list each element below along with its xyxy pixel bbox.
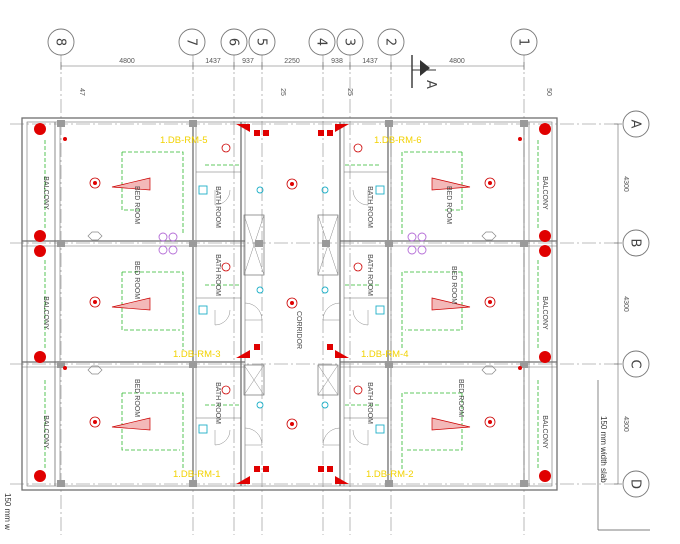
fan-symbols bbox=[111, 177, 471, 431]
section-label: A bbox=[423, 80, 438, 89]
dim-label: 4800 bbox=[449, 58, 465, 65]
room-label-balcony: BALCONY bbox=[42, 176, 49, 210]
room-label-balcony: BALCONY bbox=[541, 415, 548, 449]
grid-label-B: B bbox=[628, 239, 643, 248]
side-dimension-line bbox=[614, 123, 622, 485]
balcony-fixtures bbox=[34, 123, 551, 482]
circuit-wiring bbox=[44, 140, 539, 470]
dim-label: 1437 bbox=[362, 58, 378, 65]
distribution-board-markers bbox=[236, 124, 349, 484]
small-dimension-labels: 47 25 25 50 bbox=[78, 88, 552, 96]
grid-label-5: 5 bbox=[254, 38, 269, 46]
grid-label-4: 4 bbox=[314, 38, 329, 46]
grid-label-8: 8 bbox=[53, 38, 68, 46]
column-markers bbox=[57, 120, 528, 487]
grid-bubble bbox=[178, 28, 206, 56]
light-fixture-centers bbox=[63, 137, 522, 426]
side-dimension-labels: 4300 4300 4300 bbox=[622, 176, 629, 432]
grid-bubble bbox=[336, 28, 364, 56]
row-grid-bubbles bbox=[622, 110, 650, 498]
grid-label-1: 1 bbox=[516, 38, 531, 46]
ac-units bbox=[158, 232, 427, 255]
grid-label-D: D bbox=[628, 479, 643, 489]
room-label-bathroom: BATH ROOM bbox=[214, 186, 221, 228]
socket-symbols bbox=[254, 130, 333, 472]
grid-bubble bbox=[510, 28, 538, 56]
row-grid-labels: A B C D bbox=[628, 120, 643, 489]
note-right: 150 mm width slab bbox=[599, 416, 608, 483]
grid-label-2: 2 bbox=[383, 38, 398, 46]
dim-label: 4300 bbox=[622, 416, 629, 432]
grid-label-6: 6 bbox=[226, 38, 241, 46]
db-labels: 1.DB-RM-5 1.DB-RM-6 1.DB-RM-3 1.DB-RM-4 … bbox=[160, 135, 422, 480]
dim-label: 4300 bbox=[622, 296, 629, 312]
db-label-rm-4: 1.DB-RM-4 bbox=[361, 349, 409, 360]
db-label-rm-5: 1.DB-RM-5 bbox=[160, 135, 208, 146]
grid-bubble bbox=[248, 28, 276, 56]
room-label-bathroom: BATH ROOM bbox=[214, 254, 221, 296]
dim-label: 1437 bbox=[205, 58, 221, 65]
top-dimension-line bbox=[60, 62, 525, 70]
room-label-balcony: BALCONY bbox=[541, 296, 548, 330]
column-grid-bubbles bbox=[47, 28, 538, 56]
room-label-bathroom: BATH ROOM bbox=[366, 186, 373, 228]
db-label-rm-2: 1.DB-RM-2 bbox=[366, 469, 414, 480]
grid-label-7: 7 bbox=[184, 38, 199, 46]
grid-bubble bbox=[308, 28, 336, 56]
slab-notes: 150 mm width slab 150 mm w bbox=[3, 380, 650, 531]
room-label-bedroom: BED ROOM bbox=[133, 379, 140, 417]
dim-label: 2250 bbox=[284, 58, 300, 65]
dim-label: 4800 bbox=[119, 58, 135, 65]
room-label-bathroom: BATH ROOM bbox=[366, 382, 373, 424]
dim-label: 25 bbox=[346, 88, 353, 96]
bath-fixtures bbox=[198, 185, 385, 434]
grid-lines bbox=[10, 55, 620, 535]
grid-label-C: C bbox=[628, 359, 643, 368]
room-label-balcony: BALCONY bbox=[541, 176, 548, 210]
dim-label: 47 bbox=[78, 88, 85, 96]
grid-bubble bbox=[377, 28, 405, 56]
db-label-rm-1: 1.DB-RM-1 bbox=[173, 469, 221, 480]
room-label-bathroom: BATH ROOM bbox=[214, 382, 221, 424]
room-label-bathroom: BATH ROOM bbox=[366, 254, 373, 296]
db-label-rm-6: 1.DB-RM-6 bbox=[374, 135, 422, 146]
room-label-bedroom: BED ROOM bbox=[450, 266, 457, 304]
room-label-bedroom: BED ROOM bbox=[133, 261, 140, 299]
grid-bubble bbox=[220, 28, 248, 56]
db-label-rm-3: 1.DB-RM-3 bbox=[173, 349, 221, 360]
detector-symbols bbox=[87, 231, 497, 375]
room-label-bedroom: BED ROOM bbox=[457, 379, 464, 417]
section-marker: A bbox=[411, 55, 438, 89]
grid-bubble bbox=[47, 28, 75, 56]
door-swings bbox=[214, 189, 369, 446]
dim-label: 937 bbox=[242, 58, 254, 65]
room-label-bedroom: BED ROOM bbox=[445, 186, 452, 224]
dim-label: 938 bbox=[331, 58, 343, 65]
grid-label-3: 3 bbox=[342, 38, 357, 46]
note-left: 150 mm w bbox=[3, 493, 12, 530]
dim-label: 25 bbox=[279, 88, 286, 96]
room-label-balcony: BALCONY bbox=[42, 296, 49, 330]
room-label-corridor: CORRIDOR bbox=[295, 311, 302, 349]
dim-label: 50 bbox=[545, 88, 552, 96]
dim-label: 4300 bbox=[622, 176, 629, 192]
top-dimension-labels: 4800 1437 937 2250 938 1437 4800 bbox=[119, 58, 465, 65]
grid-label-A: A bbox=[628, 120, 643, 129]
room-labels: BALCONY BALCONY BALCONY BALCONY BALCONY … bbox=[42, 176, 548, 449]
room-label-balcony: BALCONY bbox=[42, 415, 49, 449]
room-label-bedroom: BED ROOM bbox=[133, 186, 140, 224]
column-grid-labels: 8 7 6 5 4 3 2 1 bbox=[53, 38, 531, 46]
